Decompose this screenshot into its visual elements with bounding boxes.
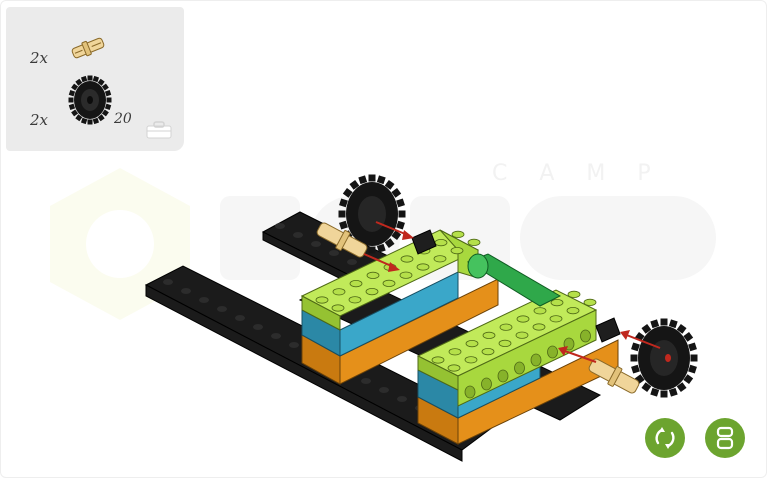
parts-list-button[interactable] (705, 418, 745, 458)
rotate-view-icon (652, 425, 678, 451)
front-gear-wheel (631, 319, 698, 398)
parts-list-icon (714, 425, 736, 451)
rotate-view-button[interactable] (645, 418, 685, 458)
